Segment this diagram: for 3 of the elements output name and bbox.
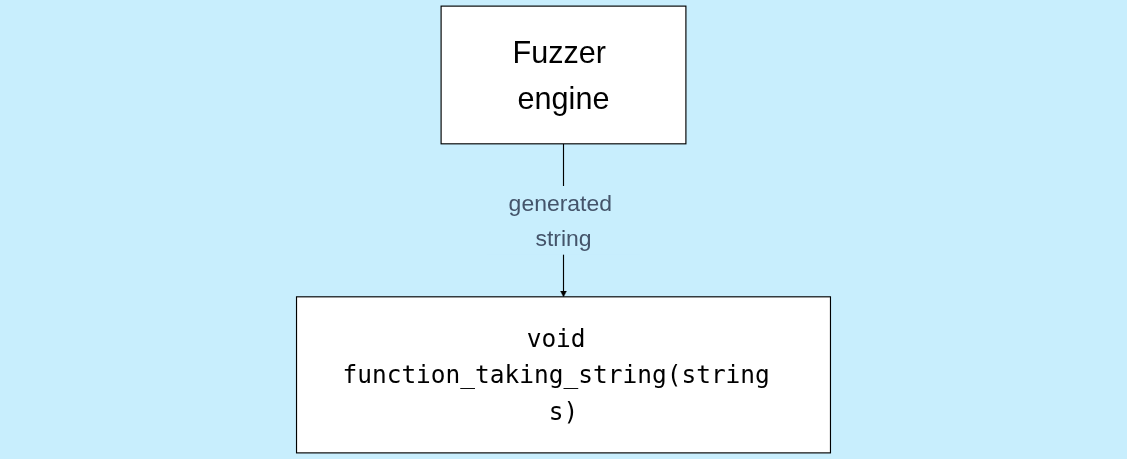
node-box: void function_taking_string(string s) <box>295 296 832 454</box>
edge-label: generated string <box>508 190 612 251</box>
node-box: Fuzzer engine <box>440 5 687 145</box>
